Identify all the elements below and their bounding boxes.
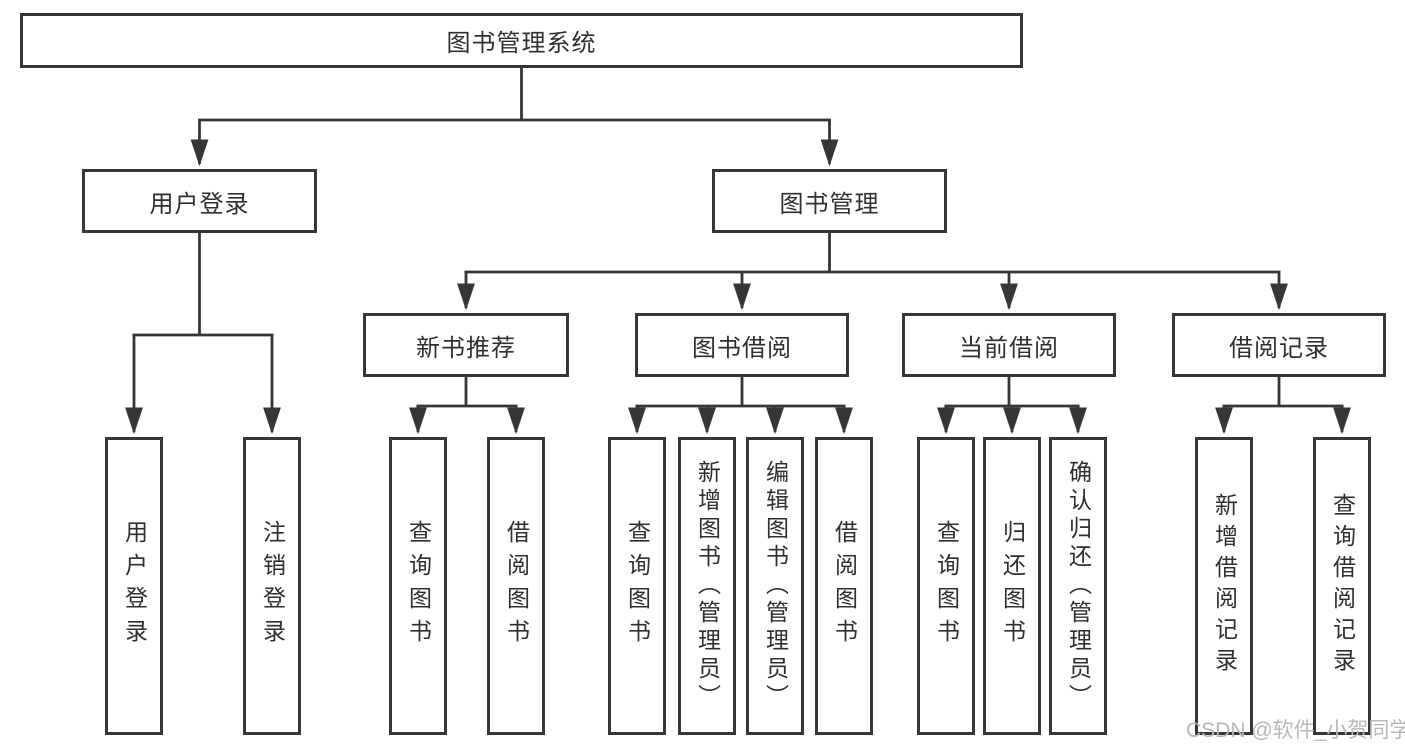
node-current-borrowing: 当前借阅: [902, 313, 1116, 377]
csdn-watermark: CSDN @软件_小贺同学: [1186, 719, 1405, 742]
node-label: 新增借阅记录: [1211, 493, 1238, 679]
node-label: 查询借阅记录: [1329, 493, 1356, 679]
node-cb-return-books: 归还图书: [983, 437, 1041, 735]
node-borrowing-records: 借阅记录: [1172, 313, 1386, 377]
node-label: 确认归还（管理员）: [1065, 460, 1092, 712]
node-bb-borrow-books: 借阅图书: [815, 437, 873, 735]
node-br-query-record: 查询借阅记录: [1313, 437, 1371, 735]
node-label: 查询图书: [405, 520, 432, 652]
node-user-login: 用户登录: [82, 169, 317, 233]
node-label: 借阅图书: [503, 520, 530, 652]
node-label: 查询图书: [933, 520, 960, 652]
node-bb-edit-books-admin: 编辑图书（管理员）: [746, 437, 804, 735]
node-label: 注销登录: [259, 520, 286, 652]
node-label: 查询图书: [624, 520, 651, 652]
node-label: 借阅图书: [831, 520, 858, 652]
node-label: 借阅记录: [1229, 334, 1329, 362]
node-label: 用户登录: [121, 520, 148, 652]
node-label: 新书推荐: [416, 334, 516, 362]
node-label: 当前借阅: [959, 334, 1059, 362]
node-nb-borrow-books: 借阅图书: [487, 437, 545, 735]
node-label: 归还图书: [999, 520, 1026, 652]
node-cb-confirm-return-admin: 确认归还（管理员）: [1049, 437, 1107, 735]
node-label: 编辑图书（管理员）: [762, 460, 789, 712]
node-label: 图书借阅: [692, 334, 792, 362]
node-bb-query-books: 查询图书: [608, 437, 666, 735]
node-label: 图书管理系统: [446, 30, 597, 57]
node-logout: 注销登录: [243, 437, 301, 735]
node-label: 新增图书（管理员）: [694, 460, 721, 712]
node-new-book-recommend: 新书推荐: [363, 313, 569, 377]
node-user-login-leaf: 用户登录: [105, 437, 163, 735]
node-br-add-record: 新增借阅记录: [1195, 437, 1253, 735]
node-label: 用户登录: [149, 190, 250, 218]
node-library-management-system: 图书管理系统: [20, 13, 1023, 68]
node-nb-query-books: 查询图书: [389, 437, 447, 735]
node-cb-query-books: 查询图书: [917, 437, 975, 735]
node-book-borrowing: 图书借阅: [635, 313, 849, 377]
node-book-management: 图书管理: [712, 169, 947, 233]
node-bb-add-books-admin: 新增图书（管理员）: [678, 437, 736, 735]
node-label: 图书管理: [779, 190, 880, 218]
